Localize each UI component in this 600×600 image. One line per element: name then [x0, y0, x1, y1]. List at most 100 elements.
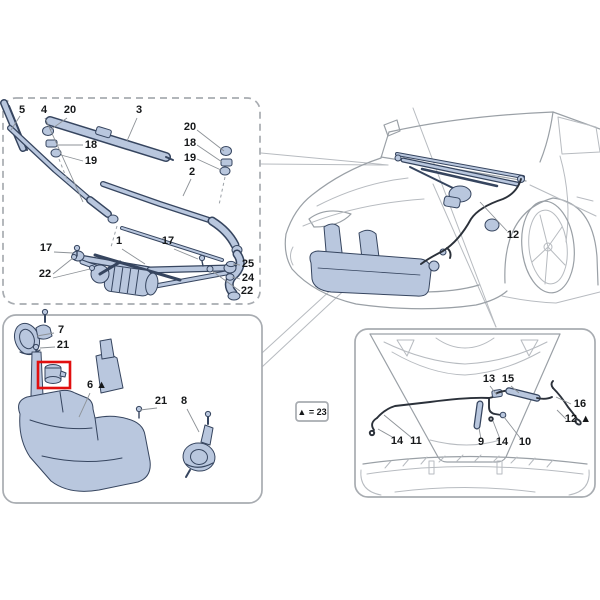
car-front-wheel — [521, 200, 575, 294]
part-label-25-14: 25 — [242, 258, 254, 270]
leader-line — [503, 416, 522, 440]
detail-box-wiper-assembly — [0, 97, 261, 305]
part-label-11-28: 11 — [410, 435, 422, 447]
leader-line — [52, 268, 91, 279]
part-label-17-12: 17 — [162, 235, 174, 247]
leader-line — [211, 270, 241, 292]
part-label-15-24: 15 — [502, 373, 514, 385]
leader-line — [126, 117, 138, 142]
wiper-linkage-motor-1 — [71, 250, 237, 297]
hood-box-border — [354, 328, 596, 498]
part-label-21-19: 21 — [57, 339, 69, 351]
part-label-12-17: 12 — [507, 229, 519, 241]
hood-underside-art — [369, 333, 561, 463]
part-label-18-4: 18 — [85, 139, 97, 151]
leader-line — [39, 346, 56, 349]
part-label-1-10: 1 — [116, 235, 122, 247]
leader-line — [53, 251, 74, 254]
leader-line — [383, 414, 413, 439]
fascia-hatching — [384, 454, 554, 469]
magnification-lines — [260, 107, 497, 368]
part-label-7-18: 7 — [58, 324, 64, 336]
part-label-9-29: 9 — [478, 436, 484, 448]
leader-line — [556, 409, 567, 420]
leader-line — [52, 257, 74, 275]
horn-8 — [182, 410, 216, 478]
part-label-19-8: 19 — [184, 152, 196, 164]
car-washer-tank-installed — [309, 223, 447, 297]
wiper-motor — [103, 265, 159, 297]
leader-line — [36, 332, 55, 337]
leader-line — [182, 178, 192, 197]
screw-17-right — [198, 254, 206, 267]
leader-line — [60, 154, 84, 162]
part-label-8-22: 8 — [181, 395, 187, 407]
hood-washer-hose-assembly — [368, 380, 582, 437]
part-label-22-13: 22 — [39, 268, 51, 280]
leader-line — [10, 115, 21, 131]
part-label-14-30: 14 — [496, 436, 509, 448]
wiper-blade-3 — [45, 116, 174, 162]
screw-17-left — [73, 244, 81, 257]
tube-9 — [473, 400, 484, 430]
tube-15 — [505, 387, 541, 402]
part-label-19-5: 19 — [85, 155, 97, 167]
part-label-13-23: 13 — [483, 373, 495, 385]
washer-hose-12 — [420, 178, 522, 265]
leader-line — [44, 117, 84, 203]
part-label-17-11: 17 — [40, 242, 52, 254]
part-label-4-1: 4 — [41, 104, 48, 116]
leader-line — [377, 428, 395, 439]
leader-line — [489, 385, 498, 396]
legend-border — [295, 401, 329, 422]
fitting-14 — [488, 416, 494, 422]
front-fascia-art — [360, 454, 590, 496]
leader-line — [186, 408, 200, 433]
washer-tank-6 — [18, 338, 151, 492]
part-label-21-21: 21 — [155, 395, 167, 407]
part-label-5-0: 5 — [19, 104, 25, 116]
leader-line — [139, 407, 158, 411]
leader-line — [478, 427, 482, 440]
part-label-24-15: 24 — [242, 272, 255, 284]
tube-16 — [550, 380, 582, 426]
fitting-10 — [499, 411, 507, 419]
part-label-2-9: 2 — [189, 166, 195, 178]
part-label-3-3: 3 — [136, 104, 142, 116]
leader-line — [479, 201, 508, 232]
leader-line — [510, 385, 520, 394]
part-label-14-27: 14 — [391, 435, 404, 447]
part-label-16-25: 16 — [574, 398, 586, 410]
leader-line — [231, 276, 241, 280]
part-label-12-26: 12 ▲ — [565, 413, 591, 425]
leader-line — [196, 129, 225, 152]
fastener-stack-right — [218, 146, 233, 206]
part-label-18-7: 18 — [184, 137, 196, 149]
highlight-red-box — [36, 360, 72, 390]
leader-line — [196, 158, 222, 171]
leader-line — [555, 396, 572, 405]
nut-24 — [225, 273, 235, 281]
leader-line — [49, 117, 68, 131]
leader-line — [78, 392, 91, 418]
part-label-22-16: 22 — [241, 285, 253, 297]
leader-line — [232, 263, 241, 266]
detail-box-horns-tank — [2, 308, 263, 504]
bolt-22-right — [206, 265, 214, 273]
leader-line — [492, 420, 501, 440]
leader-line — [173, 248, 199, 260]
leader-line — [121, 248, 146, 265]
wiper-arm-4 — [7, 125, 119, 248]
part-label-20-6: 20 — [184, 121, 196, 133]
part-label-20-2: 20 — [64, 104, 76, 116]
fastener-stack-left — [42, 126, 69, 183]
part-label-6-20: 6 ▲ — [87, 379, 107, 391]
detail-box-hood-hoses — [354, 328, 596, 498]
vehicle-overview — [284, 111, 600, 310]
leader-line — [196, 144, 223, 163]
legend-text: ▲ = 23 — [297, 407, 326, 417]
legend-box: ▲ = 23 — [295, 401, 329, 422]
